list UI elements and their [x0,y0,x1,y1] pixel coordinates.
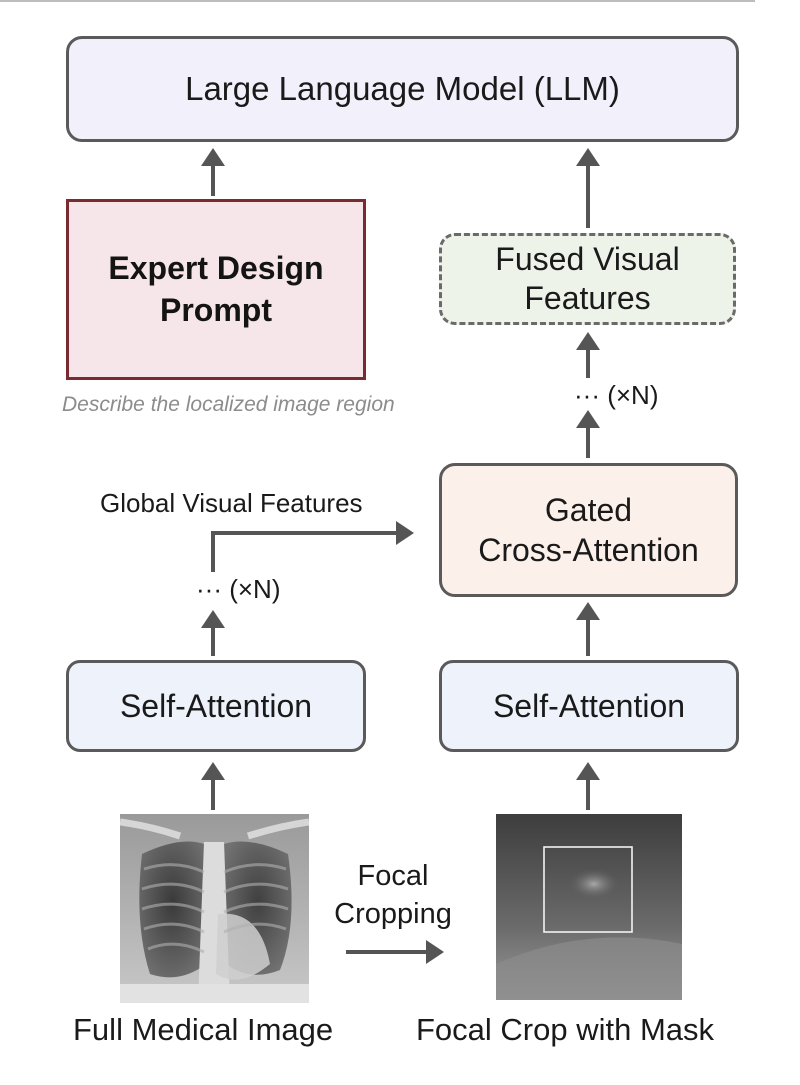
global-visual-features-label: Global Visual Features [100,488,363,518]
repeat-right-label: ··· (×N) [574,380,659,410]
focal-mask-box [543,846,633,933]
fused-line2: Features [524,280,651,316]
expert-prompt-line2: Prompt [159,291,272,328]
llm-label: Large Language Model (LLM) [185,70,620,107]
arrowhead-image-to-sa-left [201,762,225,780]
self-attention-right-box: Self-Attention [439,660,739,752]
gated-line2: Cross-Attention [478,532,699,568]
arrowhead-prompt-to-llm [201,148,225,166]
focal-cropping-line2: Cropping [334,898,452,931]
llm-box: Large Language Model (LLM) [66,36,739,142]
self-attention-right-label: Self-Attention [492,687,686,724]
arrowhead-focal-cropping [426,940,444,964]
prompt-hint: Describe the localized image region [62,393,395,416]
focal-cropping-label: Focal Cropping [318,857,468,934]
top-rule [0,0,755,2]
expert-prompt-line1: Expert Design [108,249,324,286]
expert-design-prompt-box: Expert Design Prompt [66,199,366,380]
arrow-global-to-gated [211,531,402,572]
arrowhead-gated-to-repeat [576,410,600,428]
fused-line1: Fused Visual [495,240,680,277]
self-attention-left-box: Self-Attention [66,660,366,752]
focal-crop-image [496,814,682,1000]
fused-visual-features-box: Fused Visual Features [439,233,736,325]
arrowhead-sa-left-to-repeat [201,610,225,628]
arrowhead-fused-to-llm [576,148,600,166]
repeat-left-label: ··· (×N) [196,574,281,604]
arrowhead-repeat-to-fused [576,332,600,350]
focal-crop-caption: Focal Crop with Mask [416,1012,715,1047]
gated-line1: Gated [544,492,633,528]
full-medical-image-caption: Full Medical Image [73,1012,334,1047]
self-attention-left-label: Self-Attention [119,687,313,724]
focal-cropping-line1: Focal [357,860,429,892]
arrowhead-crop-to-sa-right [576,762,600,780]
chest-xray-image [120,814,309,1003]
arrowhead-sa-right-to-gated [576,602,600,620]
arrowhead-global-to-gated [396,521,414,545]
gated-cross-attention-box: Gated Cross-Attention [439,463,738,597]
